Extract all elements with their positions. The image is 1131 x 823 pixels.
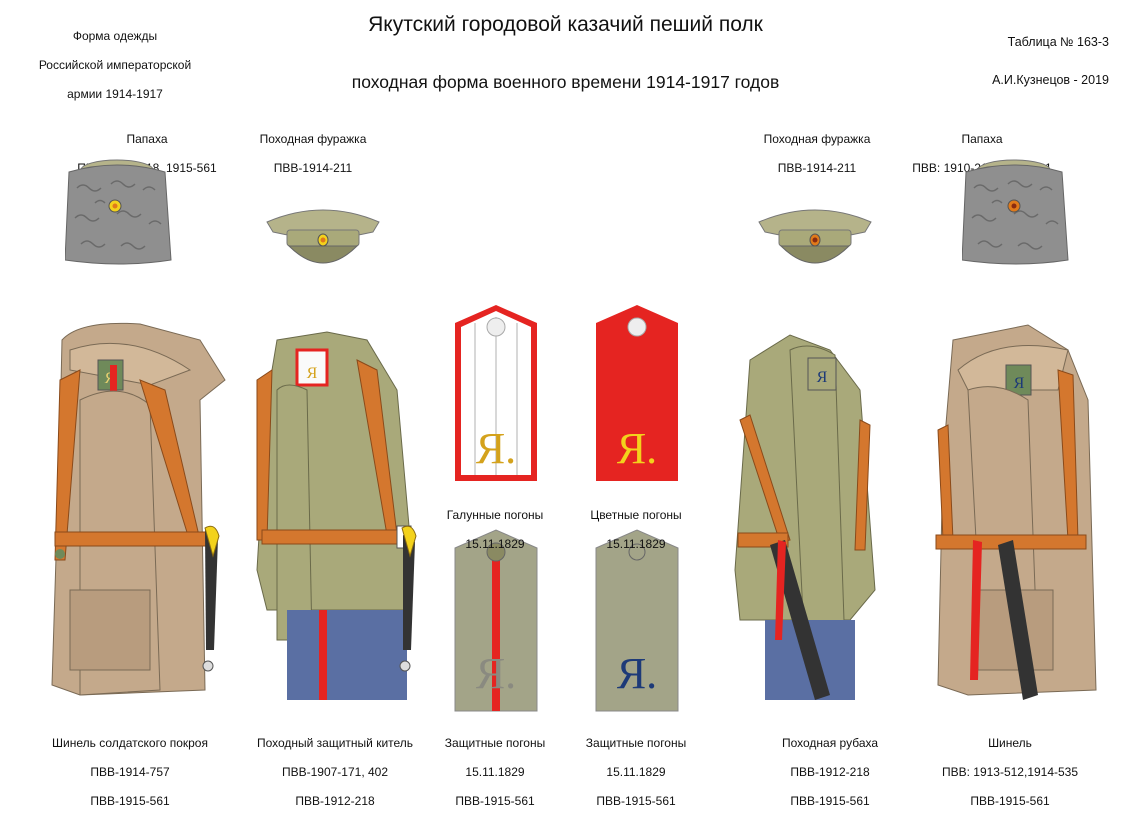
board-label-line: 15.11.1829 bbox=[465, 764, 525, 779]
header-left-line: армии 1914-1917 bbox=[67, 86, 163, 101]
headgear-name: Походная фуражка bbox=[259, 131, 367, 146]
garment-label-line: Шинель bbox=[988, 735, 1032, 750]
header-left-line: Российской императорской bbox=[38, 57, 192, 72]
board-letter: Я. bbox=[476, 424, 516, 473]
epaulette-letter: Я bbox=[817, 369, 828, 386]
page-subtitle: походная форма военного времени 1914-191… bbox=[351, 72, 780, 92]
board-label: Галунные погоны 15.11.1829 bbox=[425, 493, 565, 566]
field-cap-illustration bbox=[758, 209, 872, 264]
khaki-shoulder-board: Я. bbox=[595, 529, 679, 712]
garment-label-line: ПВВ: 1913-512,1914-535 bbox=[941, 764, 1079, 779]
garment-label-line: ПВВ-1915-561 bbox=[790, 793, 870, 808]
greatcoat-illustration: Я bbox=[51, 322, 226, 696]
board-label-line: ПВВ-1915-561 bbox=[455, 793, 535, 808]
garment-label-line: ПВВ-1914-757 bbox=[90, 764, 170, 779]
header-left-line: Форма одежды bbox=[72, 28, 158, 43]
garment-label: Походная рубаха ПВВ-1912-218 ПВВ-1915-56… bbox=[745, 721, 915, 823]
greatcoat-illustration: Я bbox=[935, 324, 1097, 700]
header-left: Форма одежды Российской императорской ар… bbox=[20, 14, 210, 116]
board-letter: Я. bbox=[617, 424, 657, 473]
board-label-line: 15.11.1829 bbox=[606, 764, 666, 779]
garment-label: Походный защитный китель ПВВ-1907-171, 4… bbox=[240, 721, 430, 823]
header-right: Таблица № 163-3 А.И.Кузнецов - 2019 bbox=[969, 14, 1109, 109]
board-label-line: ПВВ-1915-561 bbox=[596, 793, 676, 808]
papakha-illustration bbox=[65, 159, 172, 265]
board-label-line: Защитные погоны bbox=[444, 735, 546, 750]
garment-label-line: Походный защитный китель bbox=[256, 735, 414, 750]
garment-label-line: Шинель солдатского покроя bbox=[52, 735, 208, 750]
board-label-line: Защитные погоны bbox=[585, 735, 687, 750]
headgear-codes: ПВВ-1914-211 bbox=[273, 160, 353, 175]
board-letter: Я. bbox=[476, 649, 516, 698]
board-label: Защитные погоны 15.11.1829 ПВВ-1915-561 bbox=[566, 721, 706, 823]
board-label-line: Галунные погоны bbox=[446, 507, 544, 522]
board-label: Цветные погоны 15.11.1829 bbox=[566, 493, 706, 566]
garment-label-line: ПВВ-1912-218 bbox=[295, 793, 375, 808]
board-letter: Я. bbox=[617, 649, 657, 698]
garment-label-line: Походная рубаха bbox=[781, 735, 879, 750]
page-title: Якутский городовой казачий пеший полк bbox=[368, 13, 763, 36]
board-label: Защитные погоны 15.11.1829 ПВВ-1915-561 bbox=[425, 721, 565, 823]
headgear-name: Папаха bbox=[961, 131, 1003, 146]
garment-label-line: ПВВ-1915-561 bbox=[90, 793, 170, 808]
table-number: Таблица № 163-3 bbox=[1007, 35, 1109, 49]
headgear-name: Папаха bbox=[126, 131, 168, 146]
garment-label: Шинель солдатского покроя ПВВ-1914-757 П… bbox=[40, 721, 220, 823]
board-label-line: Цветные погоны bbox=[590, 507, 682, 522]
garment-label-line: ПВВ-1907-171, 402 bbox=[281, 764, 389, 779]
tunic-illustration: Я bbox=[256, 331, 417, 700]
galloon-shoulder-board: Я. bbox=[455, 305, 537, 481]
headgear-label: Походная фуражка ПВВ-1914-211 bbox=[228, 117, 398, 190]
epaulette-letter: Я bbox=[307, 365, 318, 382]
board-label-line: 15.11.1829 bbox=[465, 536, 525, 551]
field-shirt-illustration: Я bbox=[734, 334, 876, 700]
garment-label-line: ПВВ-1912-218 bbox=[790, 764, 870, 779]
papakha-illustration bbox=[962, 159, 1069, 265]
field-cap-illustration bbox=[266, 209, 380, 264]
headgear-name: Походная фуражка bbox=[763, 131, 871, 146]
garment-label: Шинель ПВВ: 1913-512,1914-535 ПВВ-1915-5… bbox=[920, 721, 1100, 823]
author: А.И.Кузнецов - 2019 bbox=[992, 73, 1109, 87]
collar-letter: Я bbox=[1014, 375, 1025, 392]
headgear-codes: ПВВ-1914-211 bbox=[777, 160, 857, 175]
headgear-label: Походная фуражка ПВВ-1914-211 bbox=[732, 117, 902, 190]
khaki-shoulder-board: Я. bbox=[454, 529, 538, 712]
board-label-line: 15.11.1829 bbox=[606, 536, 666, 551]
garment-label-line: ПВВ-1915-561 bbox=[970, 793, 1050, 808]
colored-shoulder-board: Я. bbox=[596, 305, 678, 481]
